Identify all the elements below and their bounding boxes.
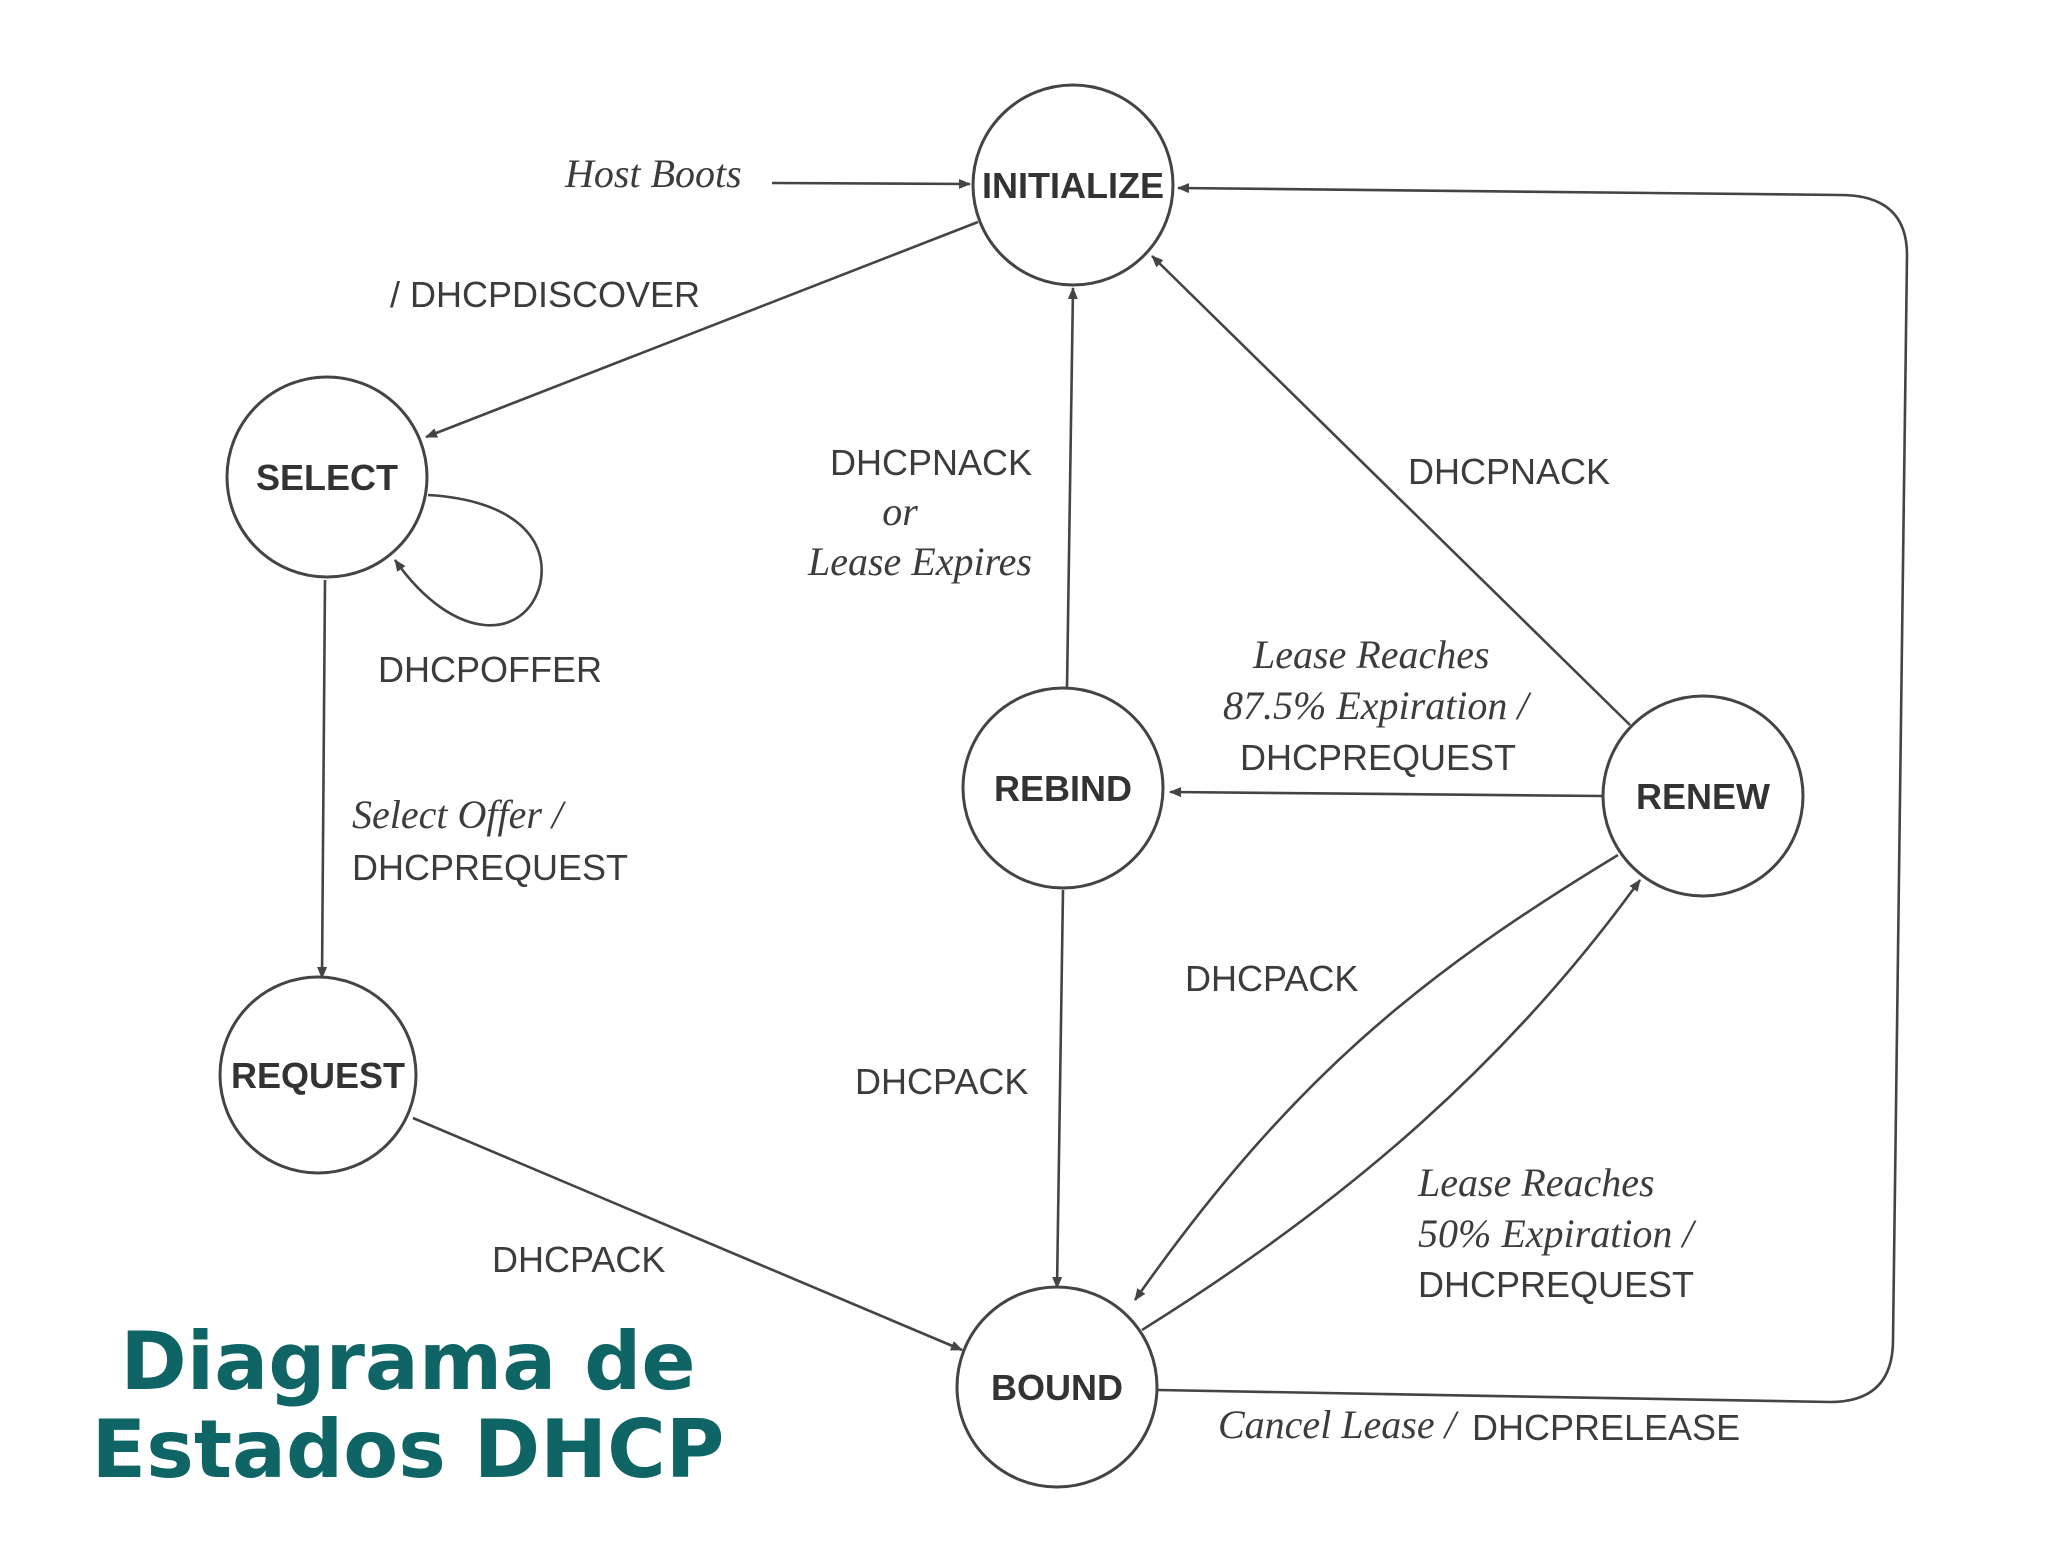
edge-renew-rebind bbox=[1169, 787, 1604, 798]
state-initialize-circle bbox=[971, 83, 1175, 287]
state-initialize[interactable]: INITIALIZE bbox=[971, 83, 1175, 287]
state-select-circle bbox=[225, 375, 429, 579]
state-bound-label: BOUND bbox=[991, 1367, 1123, 1408]
label-dhcpdiscover: / DHCPDISCOVER bbox=[390, 274, 700, 315]
edge-host-boots bbox=[771, 178, 971, 189]
edge-renew-initialize bbox=[1151, 255, 1631, 726]
label-rebind-nack: DHCPNACK bbox=[830, 442, 1032, 483]
edge-select-request bbox=[317, 579, 328, 979]
state-request[interactable]: REQUEST bbox=[218, 975, 418, 1175]
label-renew-nack: DHCPNACK bbox=[1408, 451, 1610, 492]
slide-title-line2: Estados DHCP bbox=[91, 1403, 725, 1496]
label-request-ack: DHCPACK bbox=[492, 1239, 665, 1280]
label-bound-reach-1: Lease Reaches bbox=[1417, 1160, 1655, 1205]
state-initialize-label: INITIALIZE bbox=[982, 165, 1164, 206]
state-select[interactable]: SELECT bbox=[225, 375, 429, 579]
edge-bound-renew bbox=[1141, 879, 1642, 1332]
state-rebind[interactable]: REBIND bbox=[961, 686, 1165, 890]
label-bound-reach-2: 50% Expiration / bbox=[1418, 1211, 1697, 1256]
label-renew-ack: DHCPACK bbox=[1185, 958, 1358, 999]
label-rebind-expires: Lease Expires bbox=[807, 539, 1032, 584]
slide-title: Diagrama de Estados DHCP bbox=[88, 1318, 728, 1494]
label-select-request: DHCPREQUEST bbox=[352, 847, 628, 888]
label-renew-reach-1: Lease Reaches bbox=[1252, 632, 1490, 677]
edge-rebind-initialize bbox=[1065, 287, 1078, 689]
edge-bound-initialize bbox=[1157, 183, 1909, 1404]
label-rebind-ack: DHCPACK bbox=[855, 1061, 1028, 1102]
state-bound-circle bbox=[955, 1285, 1159, 1489]
transition-labels: Host Boots / DHCPDISCOVER DHCPOFFER Sele… bbox=[352, 151, 1740, 1448]
slide-title-line1: Diagrama de bbox=[120, 1315, 696, 1408]
state-rebind-label: REBIND bbox=[994, 768, 1132, 809]
state-select-label: SELECT bbox=[256, 457, 398, 498]
state-bound[interactable]: BOUND bbox=[955, 1285, 1159, 1489]
edge-select-selfloop bbox=[393, 493, 543, 627]
label-select-offer: Select Offer / bbox=[352, 792, 567, 837]
state-renew-circle bbox=[1601, 694, 1805, 898]
label-renew-reach-3: DHCPREQUEST bbox=[1240, 737, 1516, 778]
edge-initialize-select bbox=[425, 220, 979, 439]
state-request-circle bbox=[218, 975, 418, 1175]
state-renew[interactable]: RENEW bbox=[1601, 694, 1805, 898]
state-rebind-circle bbox=[961, 686, 1165, 890]
state-renew-label: RENEW bbox=[1636, 776, 1770, 817]
label-dhcprelease: DHCPRELEASE bbox=[1472, 1407, 1740, 1448]
edge-renew-bound bbox=[1133, 853, 1619, 1301]
label-host-boots: Host Boots bbox=[564, 151, 742, 196]
label-renew-reach-2: 87.5% Expiration / bbox=[1223, 683, 1532, 728]
state-request-label: REQUEST bbox=[231, 1055, 405, 1096]
edge-rebind-bound bbox=[1052, 889, 1065, 1289]
edge-request-bound bbox=[412, 1116, 963, 1352]
edges bbox=[317, 178, 1909, 1404]
label-bound-reach-3: DHCPREQUEST bbox=[1418, 1264, 1694, 1305]
label-dhcpoffer: DHCPOFFER bbox=[378, 649, 602, 690]
label-cancel-lease: Cancel Lease / bbox=[1218, 1402, 1460, 1447]
label-rebind-or: or bbox=[882, 489, 918, 534]
